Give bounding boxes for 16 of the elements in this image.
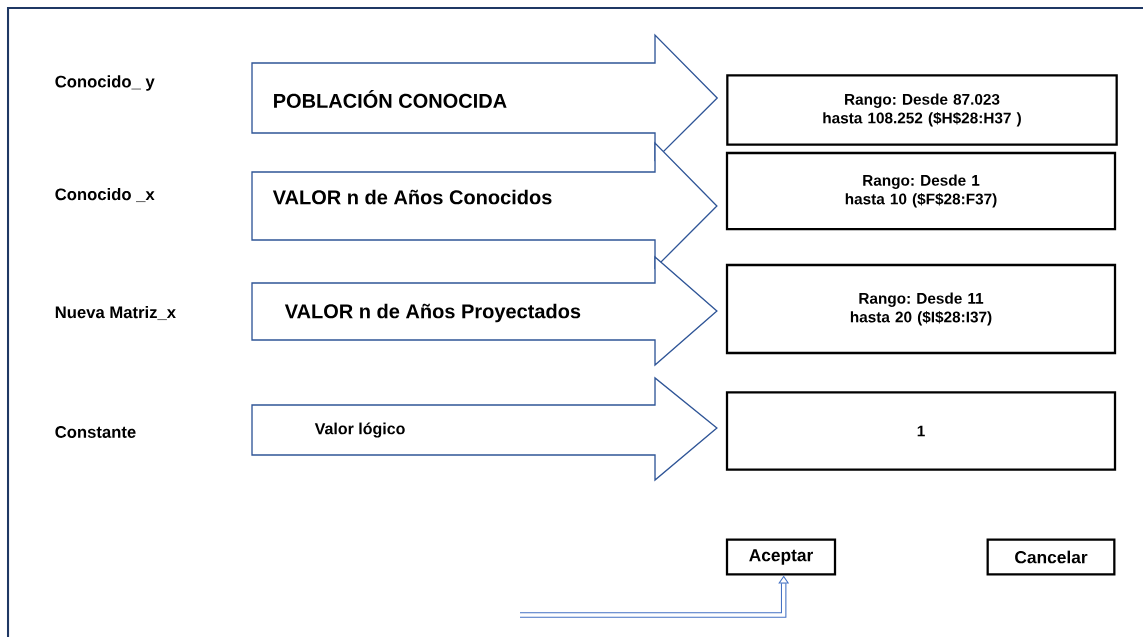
arrow-label: Valor lógico	[314, 422, 405, 438]
arrow-label: POBLACIÓN CONOCIDA	[274, 90, 507, 108]
arrow-label: VALOR n de Años Proyectados	[284, 303, 581, 323]
value-box: Rango: Desde 11 hasta 20 ($I$28:I37)	[725, 263, 1117, 355]
field-label: Constante	[55, 426, 136, 438]
field-label: Nueva Matriz_x	[55, 305, 176, 321]
value-box: 1	[725, 391, 1117, 471]
field-label: Conocido_ y	[55, 75, 155, 91]
field-label: Conocido _x	[55, 187, 155, 203]
block-arrow	[251, 255, 718, 367]
block-arrow	[251, 376, 718, 482]
button: Aceptar	[725, 538, 837, 576]
arrow-label: VALOR n de Años Conocidos	[272, 189, 552, 205]
value-box: Rango: Desde 1 hasta 10 ($F$28:F37)	[725, 151, 1117, 231]
button: Cancelar	[986, 538, 1116, 576]
value-box: Rango: Desde 87.023 hasta 108.252 ($H$28:H37 )	[726, 74, 1118, 146]
